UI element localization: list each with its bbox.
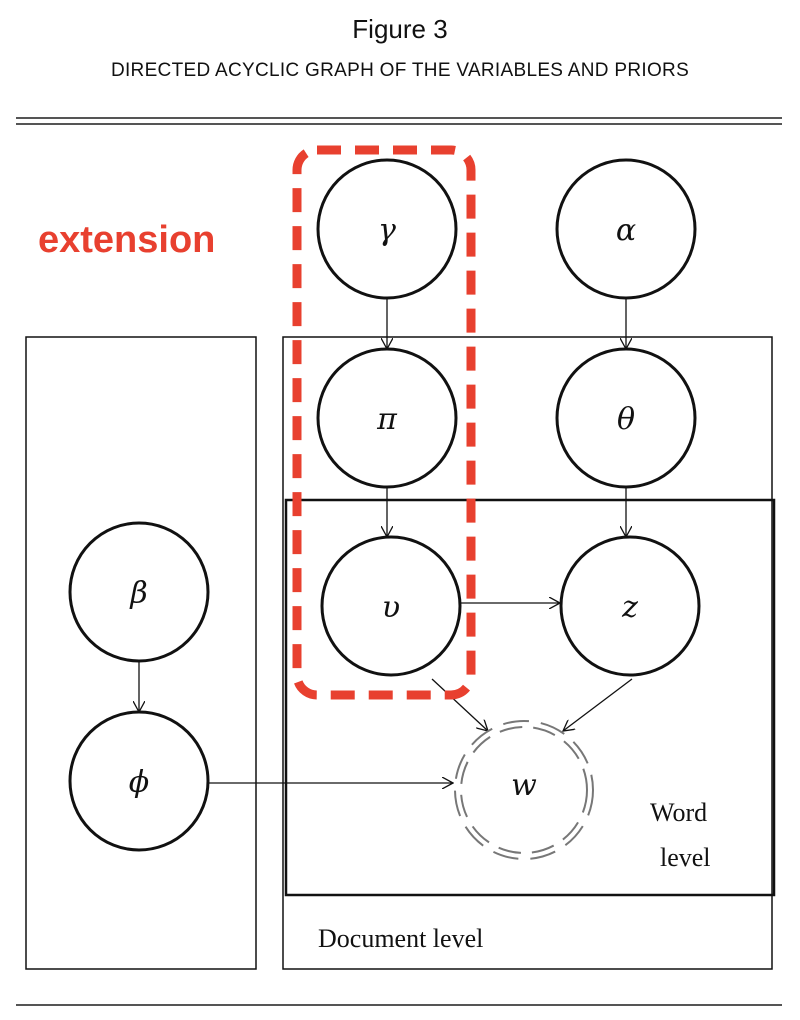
- node-v-label: υ: [382, 590, 400, 625]
- node-alpha-label: α: [616, 213, 636, 248]
- word-level-label-line2: level: [660, 843, 711, 872]
- extension-dashed-box: [292, 145, 476, 700]
- node-theta-label: θ: [617, 402, 635, 437]
- node-phi-label: ϕ: [129, 765, 149, 800]
- beta-plate: [25, 336, 257, 970]
- word-level-label-line1: Word: [650, 798, 707, 827]
- node-gamma-label: γ: [378, 213, 396, 248]
- edge-z-w: [563, 678, 633, 731]
- node-beta-label: β: [129, 576, 147, 611]
- document-level-plate: [282, 336, 773, 970]
- node-beta: β: [68, 521, 210, 663]
- node-gamma: γ: [316, 158, 458, 300]
- node-v: υ: [320, 535, 462, 677]
- node-phi: ϕ: [68, 710, 210, 852]
- node-w-label: w: [511, 768, 537, 803]
- node-w-observed: w: [454, 720, 594, 860]
- node-alpha: α: [555, 158, 697, 300]
- edge-v-w: [431, 678, 488, 731]
- node-pi-label: π: [376, 402, 398, 437]
- figure-subtitle: DIRECTED ACYCLIC GRAPH OF THE VARIABLES …: [110, 60, 690, 81]
- extension-label: extension: [38, 219, 215, 261]
- node-z-label: z: [621, 590, 638, 625]
- word-level-plate: [284, 498, 776, 897]
- node-pi: π: [316, 347, 458, 489]
- node-theta: θ: [555, 347, 697, 489]
- node-z: z: [559, 535, 701, 677]
- figure-title: Figure 3: [352, 14, 448, 44]
- document-level-label: Document level: [318, 924, 483, 953]
